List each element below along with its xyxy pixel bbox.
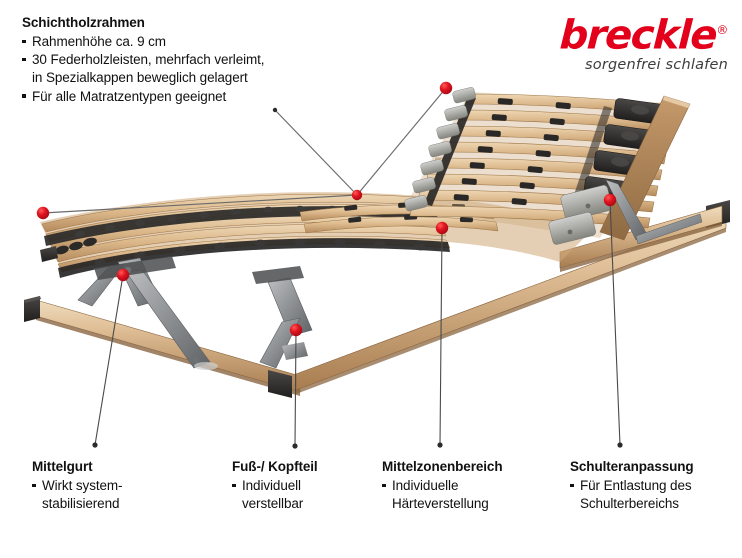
head-support-strut (605, 179, 703, 245)
callout-title: Fuß-/ Kopfteil (232, 459, 318, 474)
marker-mittelgurt (116, 268, 130, 282)
feature-block-schichtholzrahmen: Schichtholzrahmen Rahmenhöhe ca. 9 cm 30… (22, 14, 265, 106)
list-item: Individuelle (382, 477, 502, 495)
marker-frame-edge-left (36, 206, 50, 220)
callout-markers (116, 193, 617, 337)
list-item-continuation: Schulterbereichs (570, 495, 694, 513)
callout-list: Individuell verstellbar (232, 477, 318, 513)
feature-block-list: Rahmenhöhe ca. 9 cm 30 Federholzleisten,… (22, 33, 265, 106)
callout-title: Mittelzonenbereich (382, 459, 503, 474)
callout-block-mittelzonenbereich: Mittelzonenbereich Individuelle Härtever… (382, 458, 503, 513)
callout-block-mittelgurt: Mittelgurt Wirkt system- stabilisierend (32, 458, 123, 513)
bullet-square-icon (22, 57, 26, 62)
list-item-text: in Spezialkappen beweglich gelagert (32, 70, 248, 86)
list-item: Individuell (232, 477, 318, 495)
brand-wordmark: breckle® (558, 10, 730, 59)
head-section-raised (404, 87, 691, 245)
marker-fuss-kopfteil (289, 323, 303, 337)
list-item: Für alle Matratzentypen geeignet (22, 88, 264, 106)
marker-leader-vertex (351, 189, 363, 201)
callout-lines (94, 199, 621, 447)
bullet-square-icon (232, 483, 236, 488)
leader-lines (42, 87, 447, 214)
list-item: Für Entlastung des (570, 477, 694, 495)
list-item-continuation: in Spezialkappen beweglich gelagert (22, 69, 264, 87)
list-item-text: Rahmenhöhe ca. 9 cm (32, 34, 166, 50)
brand-logo: breckle® sorgenfrei schlafen (518, 10, 730, 74)
list-item: 30 Federholzleisten, mehrfach verleimt, (22, 51, 265, 69)
bullet-square-icon (22, 39, 26, 44)
feature-markers (36, 81, 453, 220)
marker-schulteranpassung (603, 193, 617, 207)
bullet-square-icon (570, 483, 574, 488)
feature-block-title: Schichtholzrahmen (22, 15, 145, 30)
callout-list: Individuelle Härteverstellung (382, 477, 502, 513)
list-item-text: stabilisierend (42, 496, 120, 512)
callout-list: Für Entlastung des Schulterbereichs (570, 477, 694, 513)
brand-tagline: sorgenfrei schlafen (585, 57, 728, 74)
slat-caps-left (40, 237, 97, 262)
list-item-continuation: stabilisierend (32, 495, 122, 513)
list-item-continuation: Härteverstellung (382, 495, 502, 513)
list-item-text: Für Entlastung des (580, 478, 692, 494)
list-item-text: Für alle Matratzentypen geeignet (32, 88, 227, 104)
marker-slat-cap-upper (439, 81, 453, 95)
bullet-square-icon (382, 483, 386, 488)
list-item-text: Wirkt system- (42, 478, 123, 494)
base-frame (24, 200, 730, 398)
callout-title: Mittelgurt (32, 459, 93, 474)
callout-list: Wirkt system- stabilisierend (32, 477, 123, 513)
brand-name: breckle (558, 12, 718, 59)
lift-mechanism-middle (252, 266, 313, 369)
callout-block-fuss-kopfteil: Fuß-/ Kopfteil Individuell verstellbar (232, 458, 318, 513)
list-item-continuation: verstellbar (232, 495, 318, 513)
callout-line-endpoints (92, 107, 623, 449)
list-item-text: Härteverstellung (392, 496, 489, 512)
list-item: Wirkt system- (32, 477, 123, 495)
registered-trademark-icon: ® (715, 23, 729, 37)
list-item-text: Individuelle (392, 478, 459, 494)
list-item-text: Individuell (242, 478, 301, 494)
bullet-square-icon (32, 483, 36, 488)
callout-title: Schulteranpassung (570, 459, 694, 474)
list-item-text: 30 Federholzleisten, mehrfach verleimt, (32, 52, 265, 68)
list-item-text: Schulterbereichs (580, 496, 679, 512)
lift-mechanism-left (77, 256, 218, 370)
list-item-text: verstellbar (242, 496, 304, 512)
list-item: Rahmenhöhe ca. 9 cm (22, 33, 264, 51)
bullet-square-icon (22, 94, 26, 98)
callout-block-schulteranpassung: Schulteranpassung Für Entlastung des Sch… (570, 458, 694, 513)
marker-mittelzonenbereich (435, 221, 449, 235)
